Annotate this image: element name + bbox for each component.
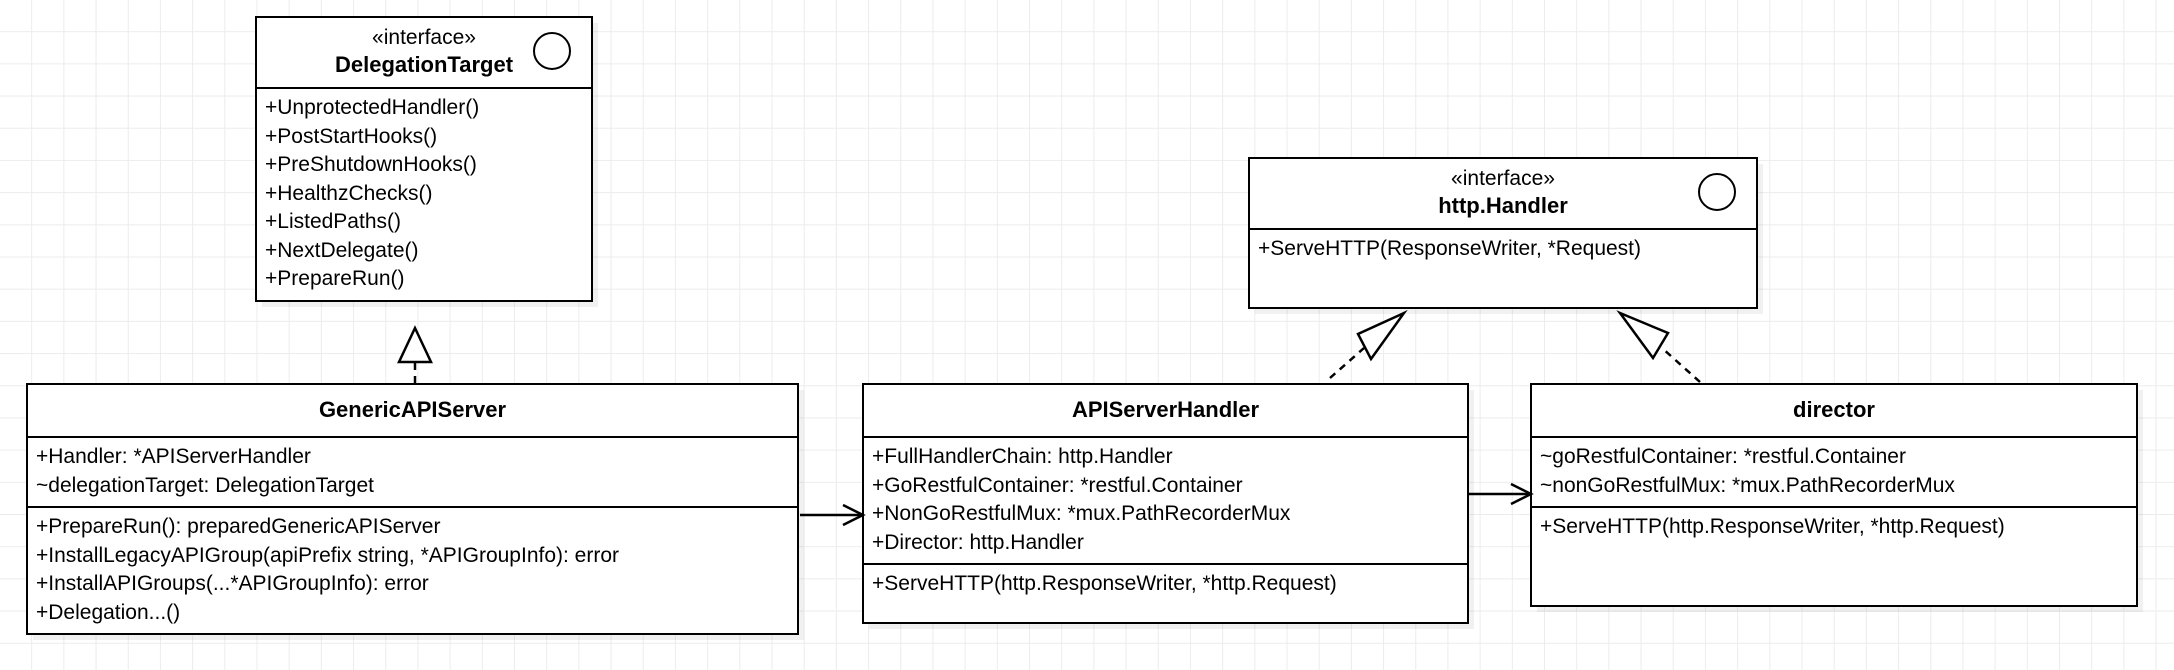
class-name-label: GenericAPIServer bbox=[318, 397, 507, 422]
connector-director-to-http-handler bbox=[1620, 313, 1700, 382]
class-header-http-handler: «interface» http.Handler bbox=[1250, 159, 1756, 230]
method-row: +Delegation...() bbox=[36, 600, 181, 624]
connector-generic-api-server-to-api-server-handler bbox=[800, 505, 863, 525]
hollow-triangle-arrowhead bbox=[399, 328, 431, 362]
attribute-row: ~nonGoRestfulMux: *mux.PathRecorderMux bbox=[1540, 473, 1955, 497]
attribute-row: +Director: http.Handler bbox=[872, 530, 1084, 554]
class-box-api-server-handler[interactable]: APIServerHandler +FullHandlerChain: http… bbox=[862, 383, 1469, 624]
attribute-row: +NonGoRestfulMux: *mux.PathRecorderMux bbox=[872, 502, 1291, 525]
attribute-row: +FullHandlerChain: http.Handler bbox=[872, 445, 1173, 468]
methods-section-director: +ServeHTTP(http.ResponseWriter, *http.Re… bbox=[1532, 506, 2136, 605]
attribute-row: +Handler: *APIServerHandler bbox=[36, 445, 311, 468]
attributes-section-generic-api-server: +Handler: *APIServerHandler ~delegationT… bbox=[28, 438, 797, 506]
method-row: +HealthzChecks() bbox=[265, 181, 433, 205]
class-name-label: director bbox=[1793, 397, 1875, 422]
methods-section-delegation-target: +UnprotectedHandler() +PostStartHooks() … bbox=[257, 89, 591, 300]
attributes-section-api-server-handler: +FullHandlerChain: http.Handler +GoRestf… bbox=[864, 438, 1467, 563]
realization-line bbox=[1330, 348, 1364, 378]
class-header-director: director bbox=[1532, 385, 2136, 438]
interface-circle-icon bbox=[533, 32, 571, 70]
connector-api-server-handler-to-director bbox=[1468, 484, 1531, 504]
class-box-generic-api-server[interactable]: GenericAPIServer +Handler: *APIServerHan… bbox=[26, 383, 799, 635]
methods-section-generic-api-server: +PrepareRun(): preparedGenericAPIServer … bbox=[28, 506, 797, 633]
method-row: +InstallLegacyAPIGroup(apiPrefix string,… bbox=[36, 543, 620, 567]
hollow-triangle-arrowhead bbox=[1358, 313, 1404, 359]
method-row: +ListedPaths() bbox=[265, 210, 401, 233]
class-header-generic-api-server: GenericAPIServer bbox=[28, 385, 797, 438]
interface-circle-icon bbox=[1698, 173, 1736, 211]
class-name-label: APIServerHandler bbox=[1071, 397, 1260, 422]
class-box-director[interactable]: director ~goRestfulContainer: *restful.C… bbox=[1530, 383, 2138, 607]
method-row: +PreShutdownHooks() bbox=[265, 153, 477, 176]
method-row: +PrepareRun() bbox=[265, 267, 405, 290]
connector-generic-api-server-to-delegation-target bbox=[399, 328, 431, 383]
method-row: +ServeHTTP(http.ResponseWriter, *http.Re… bbox=[1540, 515, 2005, 538]
stereotype-label: «interface» bbox=[1451, 167, 1555, 190]
attributes-section-director: ~goRestfulContainer: *restful.Container … bbox=[1532, 438, 2136, 506]
method-row: +PostStartHooks() bbox=[265, 124, 438, 148]
method-row: +ServeHTTP(http.ResponseWriter, *http.Re… bbox=[872, 572, 1337, 595]
method-row: +PrepareRun(): preparedGenericAPIServer bbox=[36, 515, 441, 538]
class-box-delegation-target[interactable]: «interface» DelegationTarget +Unprotecte… bbox=[255, 16, 593, 302]
hollow-triangle-arrowhead bbox=[1620, 313, 1668, 358]
class-name-label: DelegationTarget bbox=[334, 52, 514, 77]
method-row: +NextDelegate() bbox=[265, 238, 419, 262]
class-header-api-server-handler: APIServerHandler bbox=[864, 385, 1467, 438]
method-row: +ServeHTTP(ResponseWriter, *Request) bbox=[1258, 237, 1642, 260]
connector-api-server-handler-to-http-handler bbox=[1330, 313, 1404, 378]
attribute-row: ~goRestfulContainer: *restful.Container bbox=[1540, 445, 1906, 468]
realization-line bbox=[1662, 348, 1700, 382]
class-box-http-handler[interactable]: «interface» http.Handler +ServeHTTP(Resp… bbox=[1248, 157, 1758, 309]
open-arrowhead bbox=[1511, 484, 1531, 504]
method-row: +UnprotectedHandler() bbox=[265, 96, 480, 119]
open-arrowhead bbox=[843, 505, 863, 525]
class-name-label: http.Handler bbox=[1438, 193, 1568, 218]
class-header-delegation-target: «interface» DelegationTarget bbox=[257, 18, 591, 89]
attribute-row: ~delegationTarget: DelegationTarget bbox=[36, 473, 374, 497]
methods-section-http-handler: +ServeHTTP(ResponseWriter, *Request) bbox=[1250, 230, 1756, 307]
methods-section-api-server-handler: +ServeHTTP(http.ResponseWriter, *http.Re… bbox=[864, 563, 1467, 622]
stereotype-label: «interface» bbox=[372, 26, 476, 49]
method-row: +InstallAPIGroups(...*APIGroupInfo): err… bbox=[36, 572, 429, 595]
attribute-row: +GoRestfulContainer: *restful.Container bbox=[872, 473, 1243, 497]
